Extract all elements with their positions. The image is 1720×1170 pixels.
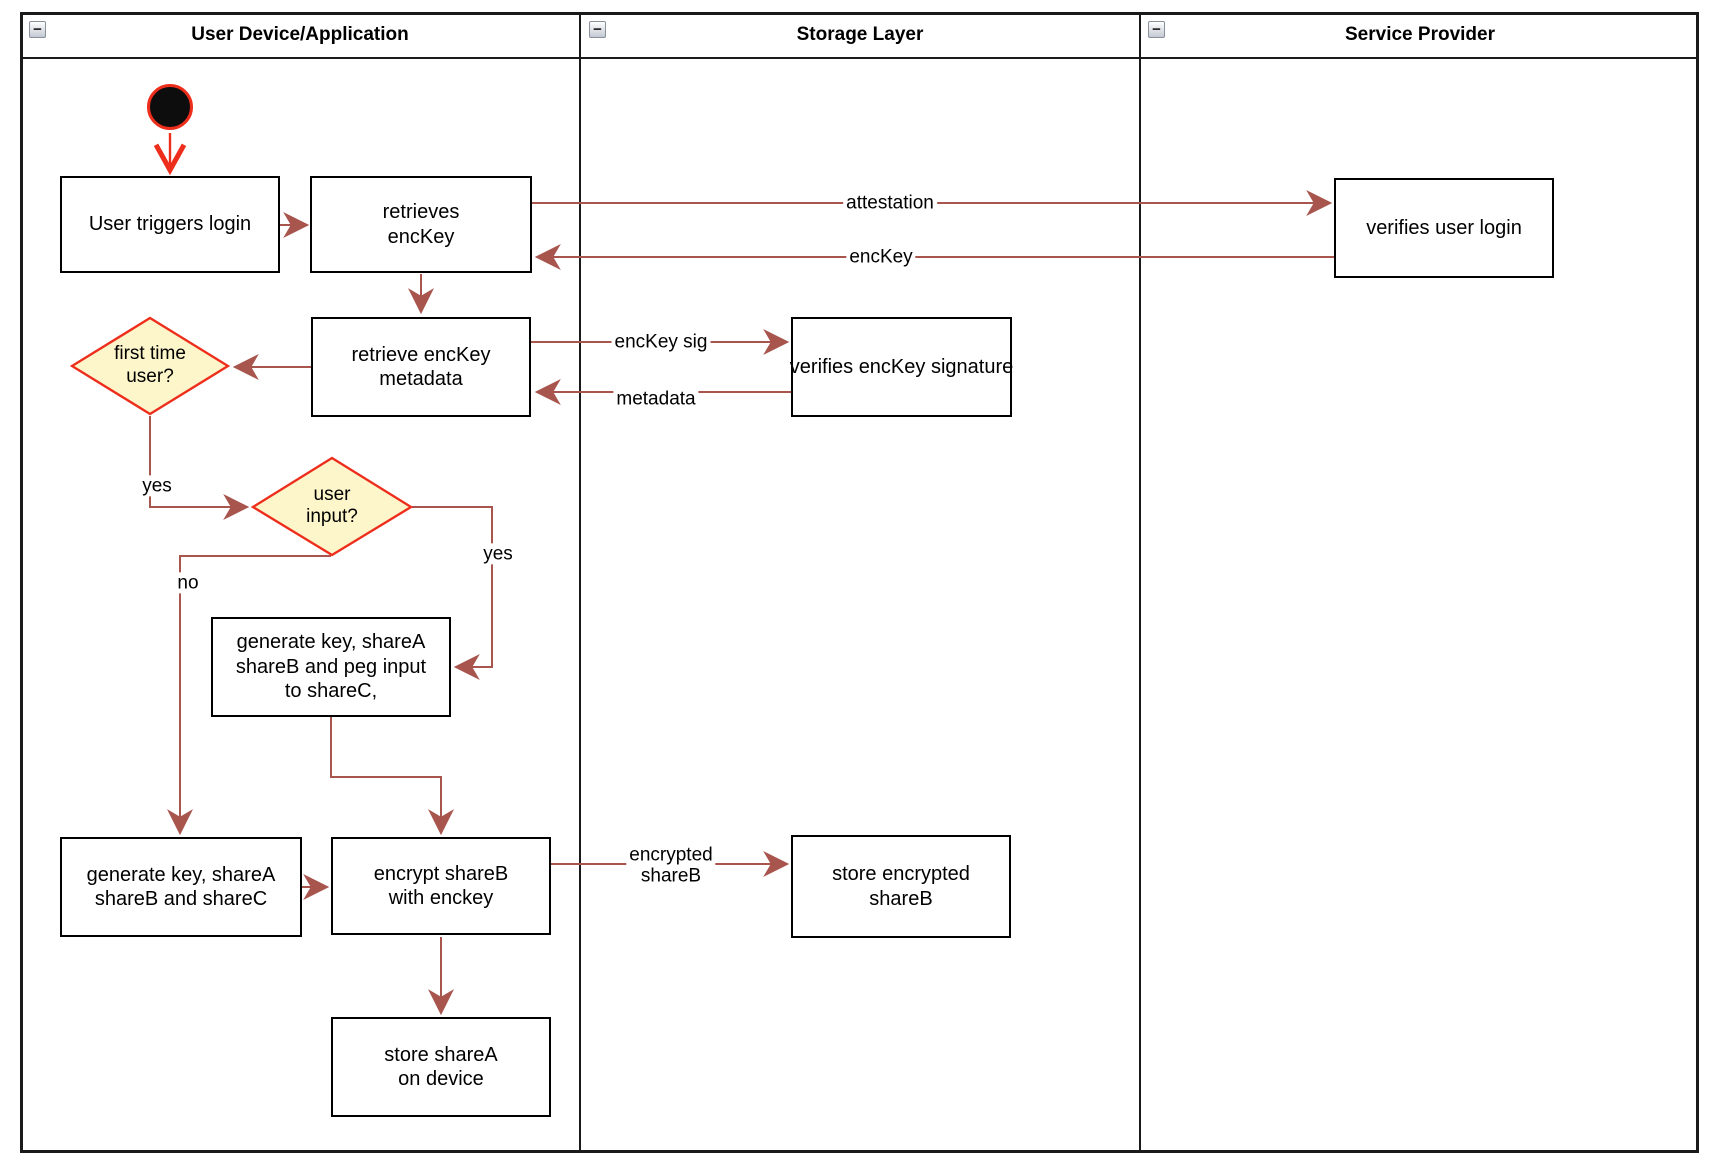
decision-user-input[interactable]: user input? — [251, 456, 413, 557]
edge-label-metadata: metadata — [613, 388, 699, 410]
decision-first-time-user[interactable]: first time user? — [70, 316, 230, 416]
collapse-button[interactable]: − — [1148, 21, 1165, 38]
node-verifies-user-login[interactable]: verifies user login — [1334, 178, 1554, 278]
minus-icon: − — [33, 21, 42, 38]
decision-label: user input? — [306, 483, 358, 528]
minus-icon: − — [1152, 21, 1161, 38]
edge-label-yes-first-time: yes — [139, 475, 175, 497]
edge-label-enckey: encKey — [846, 246, 916, 268]
edge-label-encrypted-shareb: encrypted shareB — [626, 844, 716, 888]
lane-divider — [1139, 12, 1141, 1153]
node-encrypt-shareb[interactable]: encrypt shareB with enckey — [331, 837, 551, 935]
lane-header-user-device: User Device/Application — [191, 24, 409, 45]
node-retrieves-enckey[interactable]: retrieves encKey — [310, 176, 532, 273]
node-retrieve-enckey-metadata[interactable]: retrieve encKey metadata — [311, 317, 531, 417]
lane-header-storage-layer: Storage Layer — [796, 24, 924, 45]
decision-label: first time user? — [114, 343, 186, 387]
minus-icon: − — [593, 21, 602, 38]
node-verifies-enckey-signature[interactable]: verifies encKey signature — [790, 317, 1013, 417]
lane-divider — [579, 12, 581, 1153]
lane-header-service-provider: Service Provider — [1345, 24, 1495, 45]
node-user-triggers-login[interactable]: User triggers login — [60, 176, 280, 273]
start-node[interactable] — [147, 84, 193, 130]
node-store-encrypted-shareb[interactable]: store encrypted shareB — [791, 835, 1011, 938]
header-divider — [20, 57, 1699, 59]
collapse-button[interactable]: − — [29, 21, 46, 38]
node-store-sharea[interactable]: store shareA on device — [331, 1017, 551, 1117]
node-generate-key-peg-input[interactable]: generate key, shareA shareB and peg inpu… — [211, 617, 451, 717]
edge-label-enckey-sig: encKey sig — [611, 331, 711, 353]
edge-label-attestation: attestation — [843, 192, 937, 214]
edge-label-yes-user-input: yes — [480, 543, 516, 565]
collapse-button[interactable]: − — [589, 21, 606, 38]
edge-label-no-user-input: no — [174, 572, 202, 594]
node-generate-key-sharec[interactable]: generate key, shareA shareB and shareC — [60, 837, 302, 937]
